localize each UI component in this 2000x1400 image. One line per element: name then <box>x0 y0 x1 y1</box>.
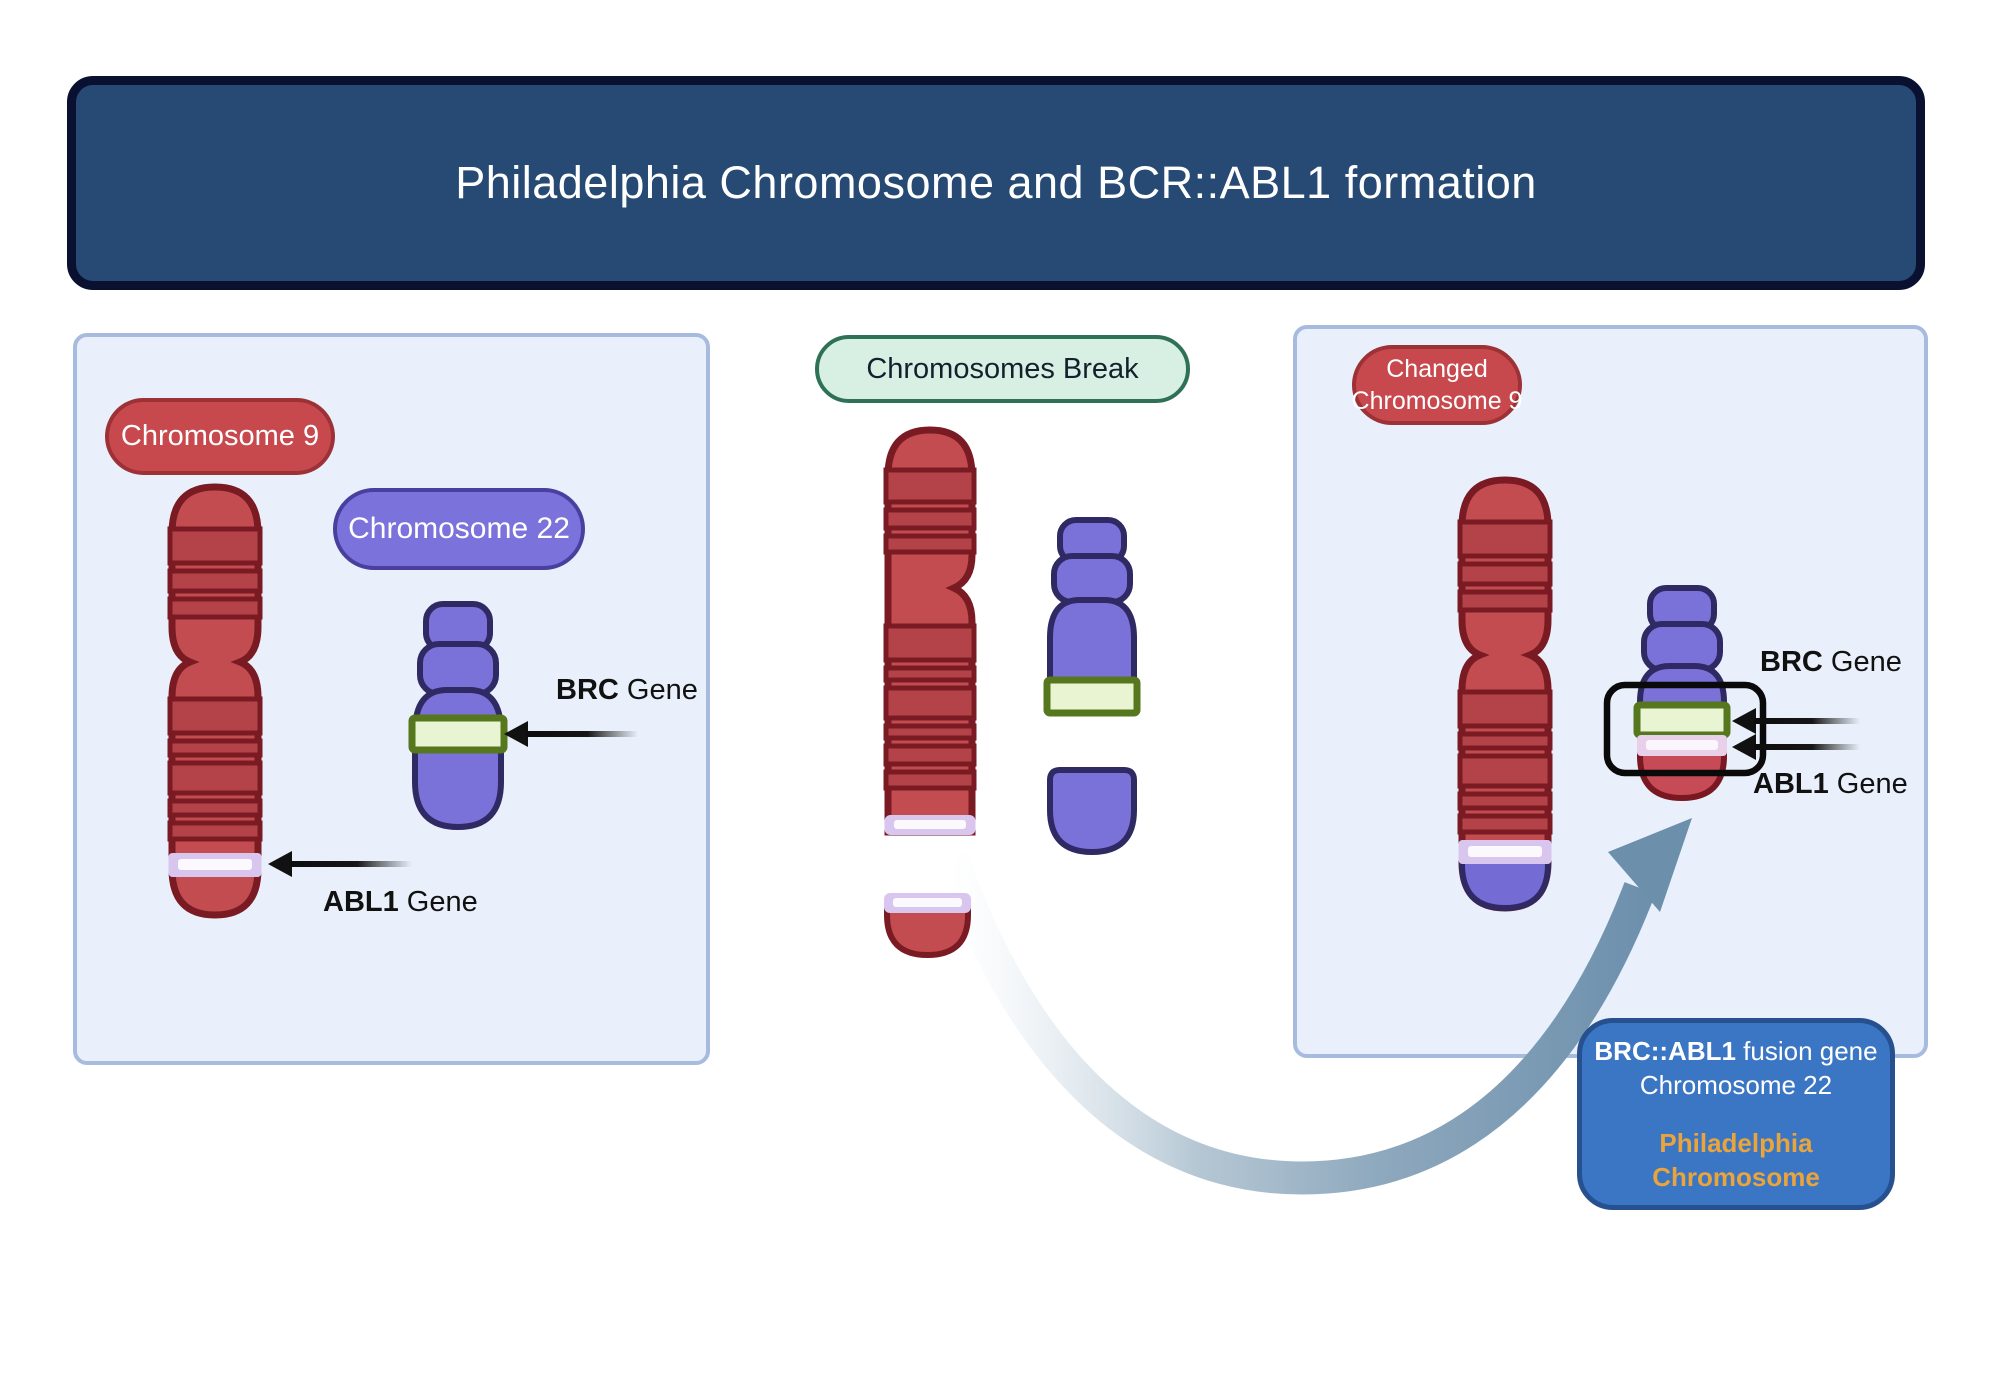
curved-arrow-up-right-icon <box>936 818 1692 1195</box>
broken-chromosome-9-top <box>883 426 977 836</box>
badge-philadelphia-chromosome: BRC::ABL1 fusion gene Chromosome 22 Phil… <box>1577 1018 1895 1210</box>
philadelphia-chromosome <box>1633 585 1731 802</box>
badge-changed-chromosome-9: Changed Chromosome 9 <box>1352 345 1522 425</box>
abl1-gene-band <box>1637 735 1727 756</box>
brc-gene-band <box>408 714 508 754</box>
broken-chromosome-22-bottom <box>1047 767 1137 856</box>
badge-chromosome-22: Chromosome 22 <box>333 488 585 570</box>
title-banner: Philadelphia Chromosome and BCR::ABL1 fo… <box>67 76 1925 290</box>
abl1-gene-band <box>168 853 262 877</box>
brc-gene-label: BRC Gene <box>556 674 698 706</box>
chromosome-9 <box>167 483 263 919</box>
brc-gene-band <box>1633 701 1731 739</box>
badge-chromosomes-break: Chromosomes Break <box>815 335 1190 403</box>
arrow-left-icon <box>1732 734 1860 760</box>
brc-gene-label-right: BRC Gene <box>1760 646 1902 678</box>
abl1-gene-label-right: ABL1 Gene <box>1753 768 1908 800</box>
fusion-line-2: Chromosome 22 <box>1639 1070 1833 1100</box>
badge-chromosome-9: Chromosome 9 <box>105 398 335 475</box>
arrow-left-icon <box>268 851 412 877</box>
fusion-line-1: BRC::ABL1 fusion gene <box>1594 1036 1878 1066</box>
translocated-chr22-tip <box>1459 857 1551 912</box>
abl1-gene-label: ABL1 Gene <box>323 886 478 918</box>
arrow-left-icon <box>504 721 638 747</box>
chromosome-22 <box>408 601 508 831</box>
fusion-region-outline <box>1603 681 1767 777</box>
fusion-line-4: Chromosome <box>1652 1162 1820 1192</box>
broken-chromosome-9-tip <box>884 893 971 959</box>
fusion-line-3: Philadelphia <box>1659 1128 1813 1158</box>
fusion-spacer <box>1582 1102 1890 1126</box>
page-title: Philadelphia Chromosome and BCR::ABL1 fo… <box>455 157 1537 208</box>
broken-chromosome-22-top <box>1043 517 1141 717</box>
arrow-left-icon <box>1732 708 1860 734</box>
changed-chromosome-9 <box>1457 476 1553 912</box>
